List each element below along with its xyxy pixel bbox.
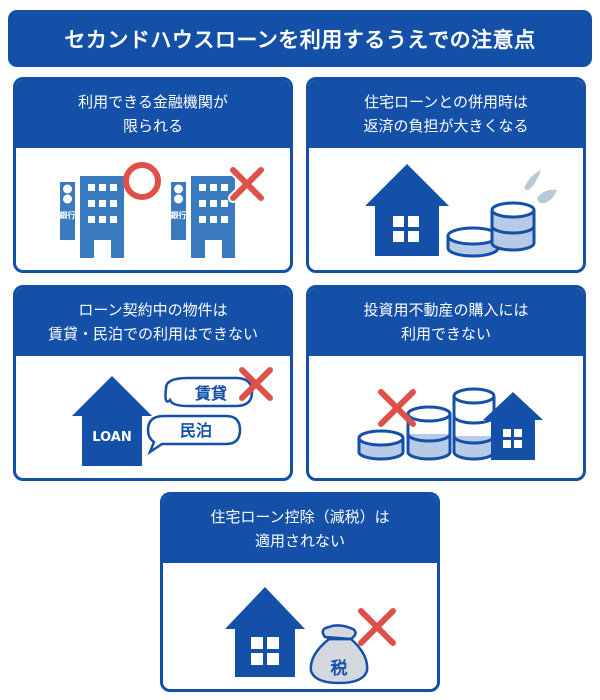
cross-ng-icon [239,367,273,401]
money-bag-icon: 税 [309,624,369,685]
house-icon [365,164,449,256]
card-title-line-1: ローン契約中の物件は [78,301,228,319]
cross-ng-icon [358,608,396,646]
svg-text:銀行: 銀行 [170,210,187,220]
card-header: 利用できる金融機関が 限られる [16,80,290,148]
card-title-line-1: 利用できる金融機関が [78,93,228,111]
svg-text:LOAN: LOAN [92,430,131,445]
card-illustration: LOAN 賃貸 民泊 [16,356,290,478]
card-header: 投資用不動産の購入には 利用できない [309,288,583,356]
svg-text:税: 税 [331,658,348,679]
bank-building-icon: 銀行 [170,176,235,258]
card-no-rental: ローン契約中の物件は 賃貸・民泊での利用はできない LOAN 賃貸 民泊 [13,285,293,481]
card-title-line-2: 利用できない [400,325,491,343]
svg-text:民泊: 民泊 [180,421,212,440]
circle-ok-icon [123,162,161,200]
card-title-line-1: 住宅ローン控除（減税）は [210,508,390,526]
card-limited-institutions: 利用できる金融機関が 限られる 銀行 [13,77,293,273]
sweat-drop-icon [524,170,557,204]
coin-stack-icon [446,201,536,258]
svg-text:銀行: 銀行 [59,210,76,220]
card-title-line-1: 投資用不動産の購入には [363,301,529,319]
card-title-line-2: 賃貸・民泊での利用はできない [47,325,258,343]
house-icon [225,587,305,677]
speech-bubble-icon: 民泊 [146,414,242,456]
page-title: セカンドハウスローンを利用するうえでの注意点 [8,10,592,67]
card-title-line-2: 適用されない [254,532,345,550]
cross-ng-icon [378,389,416,427]
card-title-line-1: 住宅ローンとの併用時は [363,93,529,111]
house-icon [483,392,543,460]
card-illustration [309,356,583,478]
card-header: 住宅ローンとの併用時は 返済の負担が大きくなる [309,80,583,148]
cross-ng-icon [230,167,264,201]
card-illustration: 税 [163,563,437,689]
card-illustration [309,148,583,270]
card-illustration: 銀行 銀行 [16,148,290,270]
house-icon: LOAN [72,376,152,466]
card-header: 住宅ローン控除（減税）は 適用されない [163,495,437,563]
card-header: ローン契約中の物件は 賃貸・民泊での利用はできない [16,288,290,356]
card-repayment-burden: 住宅ローンとの併用時は 返済の負担が大きくなる [306,77,586,273]
card-title-line-2: 限られる [122,117,183,135]
card-title-line-2: 返済の負担が大きくなる [363,117,529,135]
bank-building-icon: 銀行 [59,176,124,258]
svg-text:賃貸: 賃貸 [194,384,227,403]
speech-bubble-icon: 賃貸 [164,376,254,408]
card-no-investment: 投資用不動産の購入には 利用できない [306,285,586,481]
card-no-tax-deduction: 住宅ローン控除（減税）は 適用されない 税 [160,492,440,692]
